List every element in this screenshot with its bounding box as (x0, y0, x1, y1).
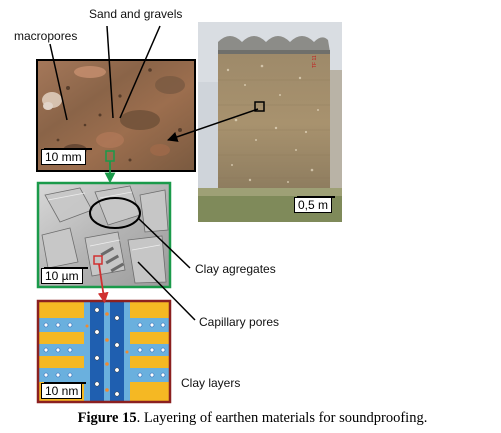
svg-text:TF 11: TF 11 (312, 55, 318, 68)
caption-text: . Layering of earthen materials for soun… (137, 410, 428, 426)
scale-nano-text: 10 nm (45, 384, 78, 398)
label-sand-and-gravels: Sand and gravels (89, 7, 182, 21)
scale-wall: 0,5 m (294, 197, 332, 213)
scale-wall-bar (297, 196, 335, 198)
label-clay-agregates: Clay agregates (195, 262, 276, 276)
scale-nano-bar (44, 382, 86, 384)
caption-prefix: Figure 15 (78, 410, 137, 426)
scale-micro-bar (44, 267, 88, 269)
figure-caption: Figure 15. Layering of earthen materials… (10, 410, 495, 427)
label-capillary-pores: Capillary pores (199, 315, 279, 329)
scale-macro: 10 mm (41, 149, 86, 165)
label-clay-layers: Clay layers (181, 376, 240, 390)
scale-macro-bar (44, 148, 92, 150)
scale-micro: 10 µm (41, 268, 83, 284)
scale-wall-text: 0,5 m (298, 198, 328, 212)
label-macropores: macropores (14, 29, 77, 43)
scale-micro-text: 10 µm (45, 269, 79, 283)
scale-nano: 10 nm (41, 383, 82, 399)
scale-macro-text: 10 mm (45, 150, 82, 164)
